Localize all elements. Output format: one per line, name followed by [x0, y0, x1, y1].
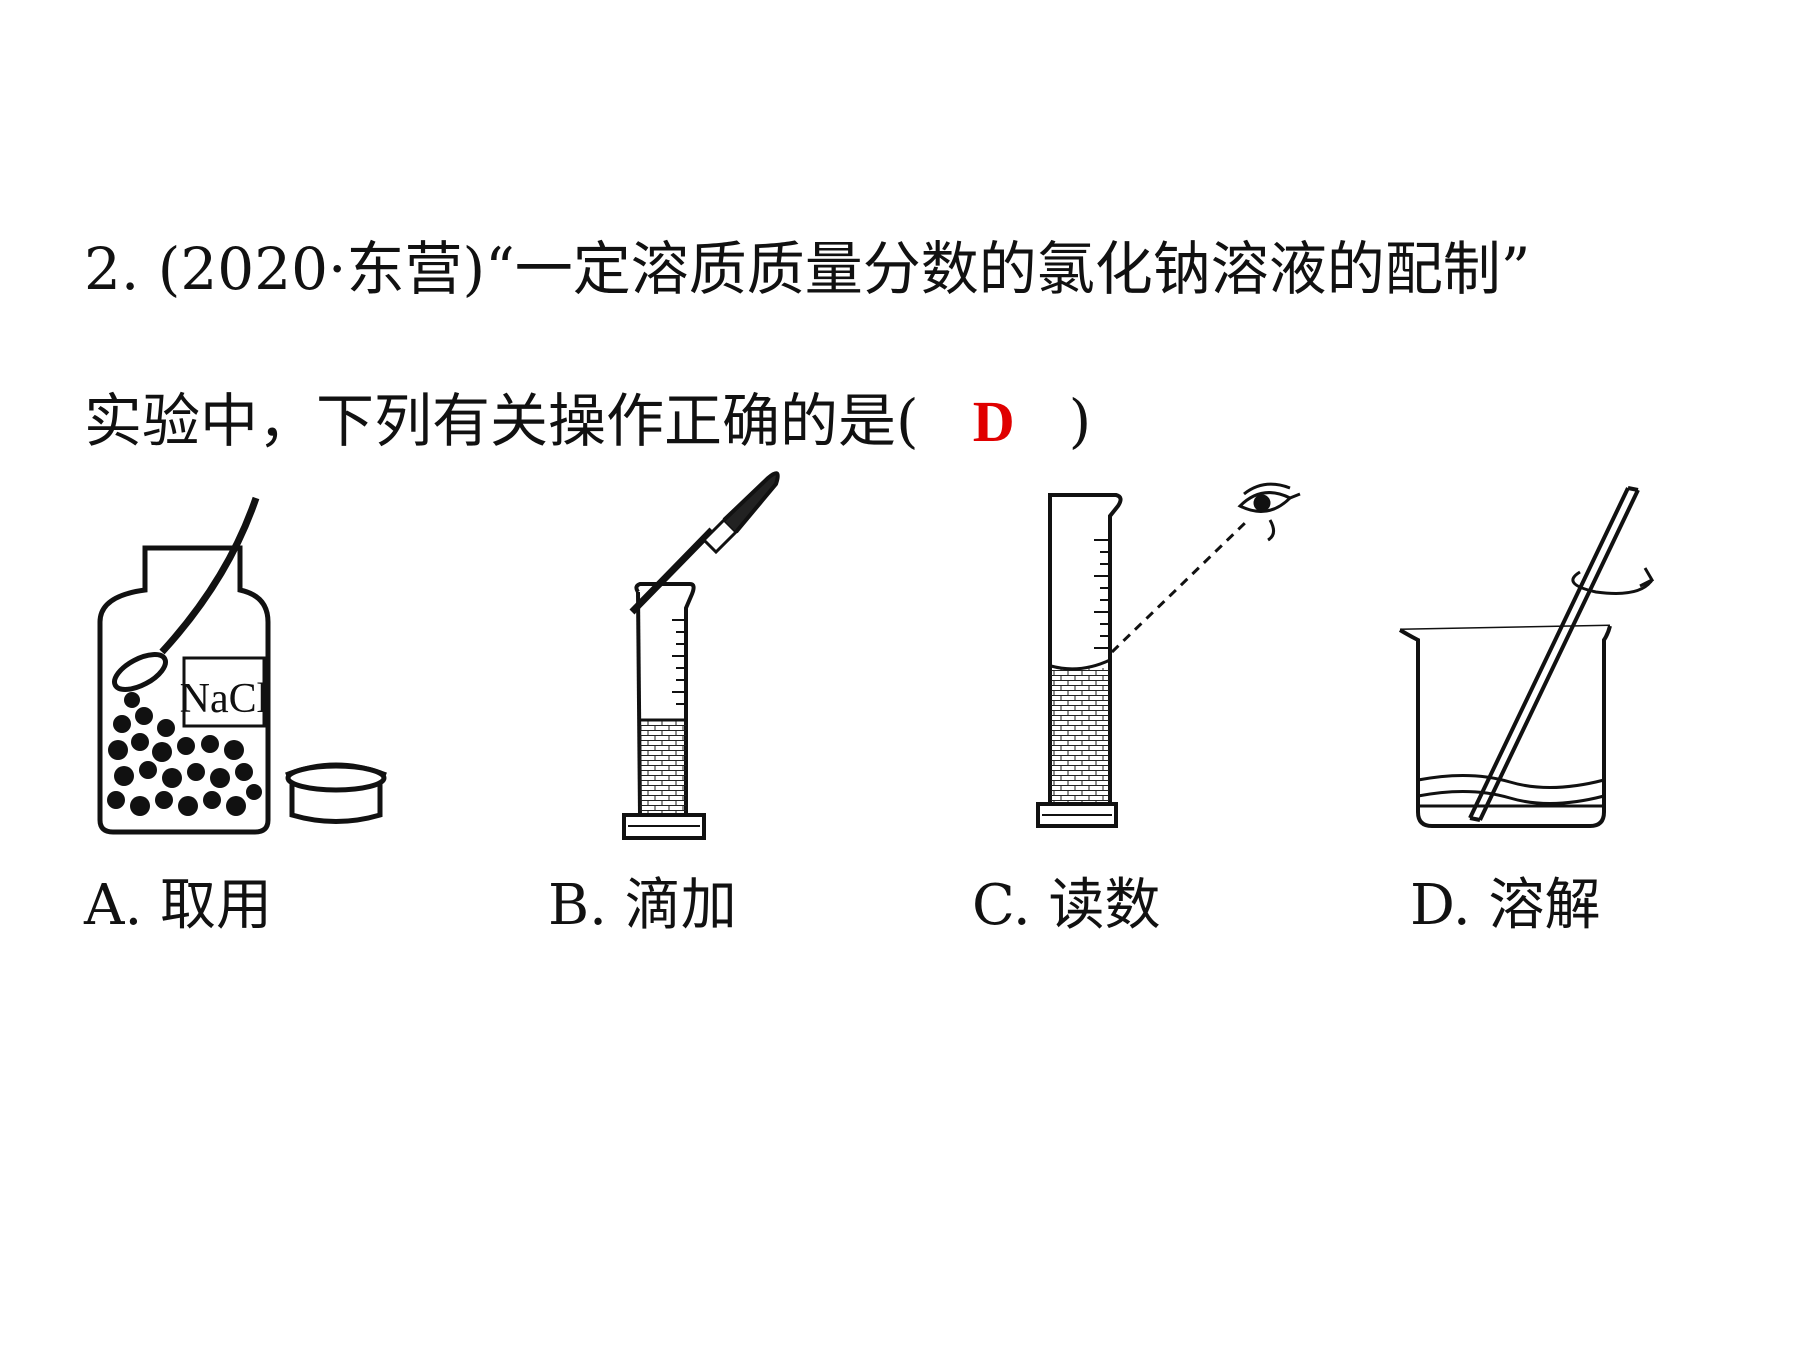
question-line-1: 2. (2020·东营)“一定溶质质量分数的氯化钠溶液的配制”: [84, 235, 1531, 303]
question-line-2: 实验中，下列有关操作正确的是(D): [84, 392, 1091, 451]
glass-rod: [1468, 486, 1640, 822]
eye-icon: [1237, 482, 1301, 542]
option-a-label: A. 取用: [84, 873, 273, 938]
jar-label: NaCl: [180, 676, 269, 722]
figure-b-dropper-cylinder: [622, 471, 780, 840]
dropper: [629, 471, 780, 615]
rotation-arrow-icon: [1571, 567, 1655, 595]
option-c-label: C. 读数: [972, 873, 1161, 938]
answer-mark: D: [972, 389, 1015, 454]
figure-a-reagent-jar: NaCl: [97, 496, 387, 835]
option-b-label: B. 滴加: [548, 873, 737, 938]
question-text: 实验中，下列有关操作正确的是(: [84, 387, 919, 455]
question-close-paren: ): [1068, 387, 1092, 455]
option-d-label: D. 溶解: [1410, 873, 1601, 938]
figure-c-reading-cylinder: [1036, 482, 1301, 828]
salt-particles: [107, 692, 262, 816]
jar-label-box: [182, 656, 266, 728]
sight-line: [1110, 520, 1248, 654]
bottle-cap: [285, 762, 387, 824]
figure-d-beaker-stirring: [1398, 486, 1655, 828]
